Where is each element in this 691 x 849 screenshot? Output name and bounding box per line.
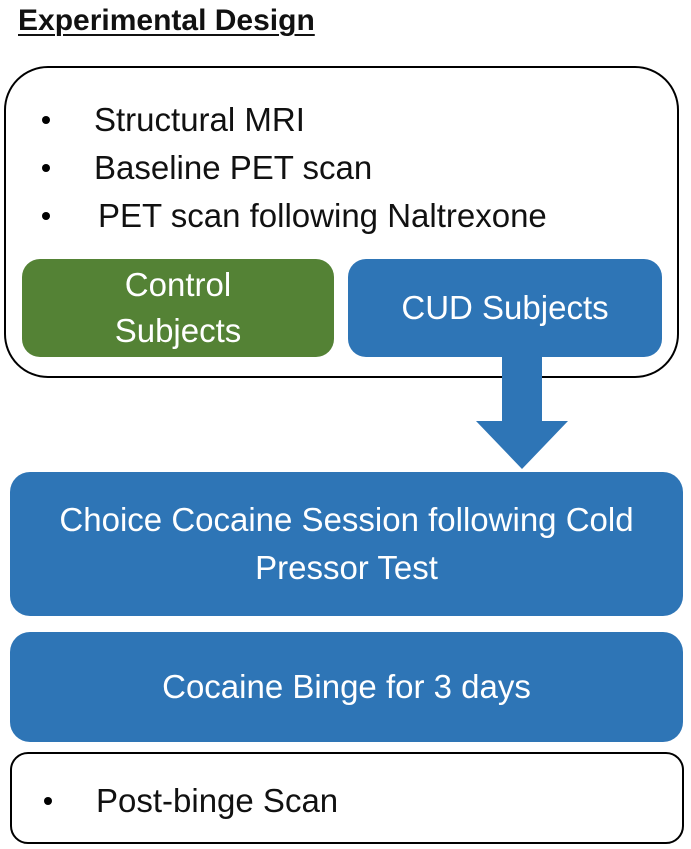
scan-item-baseline-pet: Baseline PET scan [32,144,547,192]
down-arrow-icon [476,357,568,469]
choice-session-box: Choice Cocaine Session following Cold Pr… [10,472,683,616]
binge-box: Cocaine Binge for 3 days [10,632,683,742]
post-binge-box [10,752,684,844]
diagram-title: Experimental Design [18,4,315,37]
arrow-shape [476,357,568,469]
control-subjects-box: Control Subjects [22,259,334,357]
post-binge-item: Post-binge Scan [36,778,338,824]
scan-item-structural-mri: Structural MRI [32,96,547,144]
binge-label: Cocaine Binge for 3 days [162,668,531,705]
cud-subjects-box: CUD Subjects [348,259,662,357]
cud-subjects-label: CUD Subjects [401,289,609,326]
scan-procedures-list: Structural MRI Baseline PET scan PET sca… [32,96,547,240]
choice-session-label: Choice Cocaine Session following Cold Pr… [59,501,634,586]
scan-item-pet-naltrexone: PET scan following Naltrexone [32,192,547,240]
control-subjects-label: Control Subjects [114,266,242,349]
